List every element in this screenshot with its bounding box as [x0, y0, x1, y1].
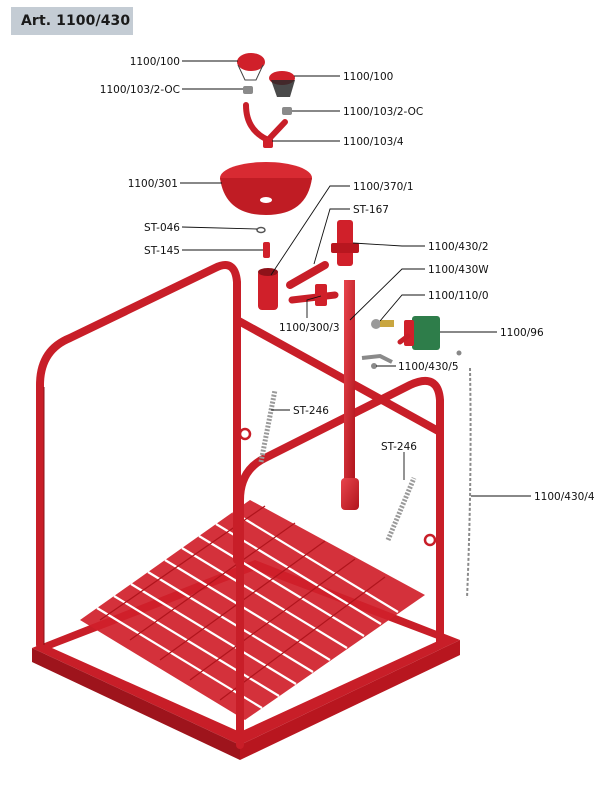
- label-1100-100-left: 1100/100: [130, 56, 180, 68]
- label-st-246-left: ST-246: [293, 405, 329, 417]
- supply-pipe: [341, 280, 359, 510]
- label-st-167: ST-167: [353, 204, 389, 216]
- parts: [220, 53, 472, 599]
- label-1100-300-3: 1100/300/3: [279, 322, 340, 334]
- floor-grating: [80, 500, 425, 720]
- label-1100-430w: 1100/430W: [428, 264, 489, 276]
- label-1100-430-5: 1100/430/5: [398, 361, 459, 373]
- label-1100-370-1: 1100/370/1: [353, 181, 414, 193]
- leader-lines: [180, 60, 531, 497]
- label-1100-96: 1100/96: [500, 327, 544, 339]
- label-1100-430-2: 1100/430/2: [428, 241, 489, 253]
- handrail-frame: [36, 261, 444, 749]
- label-1100-103-2-oc-left: 1100/103/2-OC: [100, 84, 180, 96]
- label-st-246-right: ST-246: [381, 441, 417, 453]
- label-1100-430-4: 1100/430/4: [534, 491, 595, 503]
- label-1100-103-4: 1100/103/4: [343, 136, 404, 148]
- page-title: Art. 1100/430: [21, 13, 131, 29]
- label-1100-110-0: 1100/110/0: [428, 290, 489, 302]
- label-1100-301: 1100/301: [128, 178, 178, 190]
- label-st-046: ST-046: [144, 222, 180, 234]
- title-badge: Art. 1100/430: [11, 7, 133, 35]
- label-1100-100-right: 1100/100: [343, 71, 393, 83]
- label-st-145: ST-145: [144, 245, 180, 257]
- part-labels: 1100/100 1100/103/2-OC 1100/100 1100/103…: [100, 56, 595, 503]
- label-1100-103-2-oc-right: 1100/103/2-OC: [343, 106, 423, 118]
